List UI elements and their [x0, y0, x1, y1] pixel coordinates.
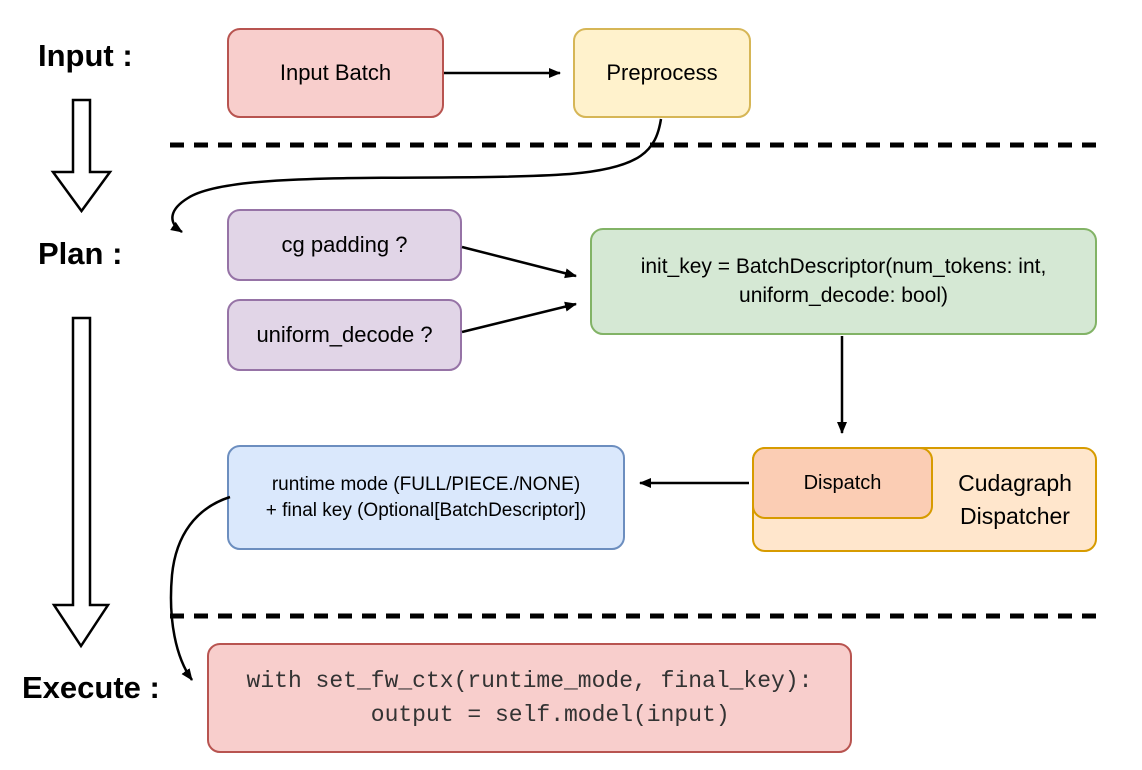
node-runtime-mode: runtime mode (FULL/PIECE./NONE) + final …	[227, 445, 625, 550]
node-init-key: init_key = BatchDescriptor(num_tokens: i…	[590, 228, 1097, 335]
cudagraph-dispatcher-line2: Dispatcher	[960, 502, 1070, 529]
node-preprocess: Preprocess	[573, 28, 751, 118]
node-runtime-mode-line1: runtime mode (FULL/PIECE./NONE)	[271, 473, 581, 495]
node-cg-padding-label: cg padding ?	[281, 232, 408, 258]
node-init-key-line1: init_key = BatchDescriptor(num_tokens: i…	[640, 255, 1047, 279]
node-input-batch-label: Input Batch	[279, 60, 392, 86]
node-dispatch: Dispatch	[752, 447, 933, 519]
node-uniform-decode: uniform_decode ?	[227, 299, 462, 371]
node-preprocess-label: Preprocess	[606, 60, 718, 86]
stage-label-execute: Execute :	[22, 670, 160, 705]
node-execute-code: with set_fw_ctx(runtime_mode, final_key)…	[207, 643, 852, 753]
node-runtime-mode-line2: + final key (Optional[BatchDescriptor])	[265, 499, 587, 521]
cudagraph-dispatcher-line1: Cudagraph	[958, 470, 1072, 497]
arrow-uniform-decode-to-init-key	[461, 301, 577, 334]
stage-label-input: Input :	[38, 38, 133, 73]
node-input-batch: Input Batch	[227, 28, 444, 118]
cudagraph-dispatcher-label: Cudagraph Dispatcher	[933, 447, 1097, 552]
node-cg-padding: cg padding ?	[227, 209, 462, 281]
execute-code-line2: output = self.model(input)	[329, 702, 730, 728]
hollow-arrow-plan-to-execute	[51, 316, 111, 649]
arrow-cg-padding-to-init-key	[461, 245, 577, 279]
node-uniform-decode-label: uniform_decode ?	[256, 322, 433, 348]
node-dispatch-label: Dispatch	[803, 471, 882, 494]
hollow-arrow-input-to-plan	[50, 98, 113, 214]
stage-label-plan: Plan :	[38, 236, 123, 271]
execute-code-line1: with set_fw_ctx(runtime_mode, final_key)…	[246, 667, 813, 694]
node-init-key-line2: uniform_decode: bool)	[739, 283, 948, 307]
